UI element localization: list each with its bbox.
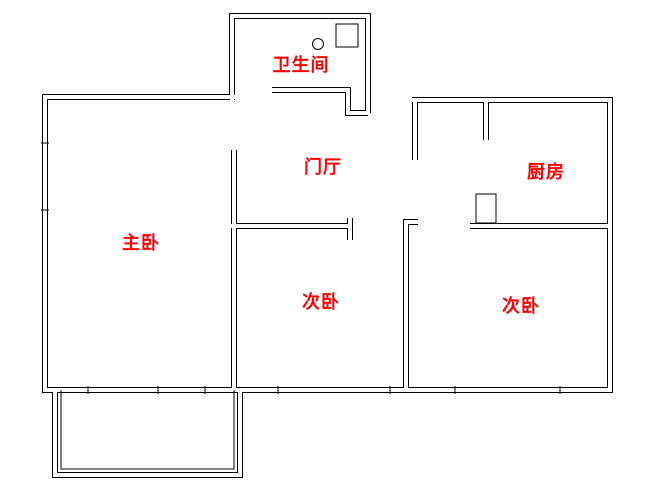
room-label-bathroom: 卫生间 (272, 55, 330, 76)
bathroom-fixture-circle (312, 38, 324, 50)
bathroom-bottom-wall (272, 90, 368, 113)
room-label-secondary-bedroom-right: 次卧 (502, 296, 540, 317)
kitchen-door-rect (475, 193, 497, 224)
room-label-entrance-hall: 门厅 (304, 157, 342, 178)
room-label-master-bedroom: 主卧 (122, 233, 160, 254)
balcony-wall-core (53, 387, 242, 477)
room-label-secondary-bedroom-center: 次卧 (302, 292, 340, 313)
bedrooms-partition-core (404, 220, 420, 394)
bathroom-fixture-rect (335, 23, 359, 48)
balcony-wall (55, 389, 240, 475)
balcony-railing-line (60, 390, 235, 470)
room-label-kitchen: 厨房 (527, 162, 565, 183)
symbols-layer (41, 23, 561, 470)
bathroom-bottom-wall-core (270, 88, 370, 115)
window-division-ticks (41, 142, 561, 394)
